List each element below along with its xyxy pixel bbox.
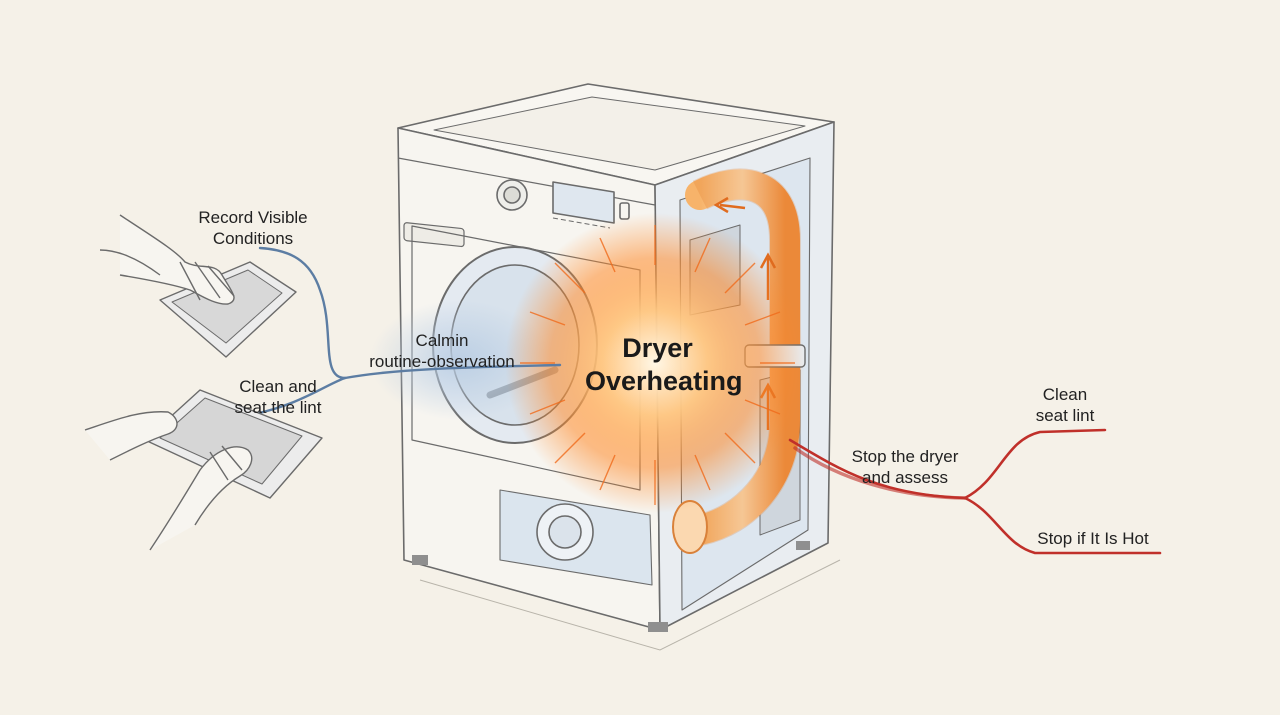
hand-holding-lint-filter	[99, 214, 297, 358]
leaf-clean-seat-lint-right-line2: seat lint	[1035, 406, 1095, 425]
center-title: Dryer Overheating	[585, 332, 743, 398]
right-branch-lines	[788, 428, 1162, 555]
leaf-clean-seat-lint: Clean and seat the lint	[208, 376, 348, 418]
leaf-clean-seat-lint-right-line1: Clean	[1042, 385, 1088, 404]
leaf-record-conditions-line2: Conditions	[212, 229, 294, 248]
drum-glow	[370, 300, 550, 420]
hand-cleaning-lint-filter	[84, 389, 323, 551]
leaf-clean-seat-lint-right: Clean seat lint	[1020, 384, 1110, 426]
center-title-line1: Dryer	[622, 333, 693, 363]
center-title-line2: Overheating	[585, 366, 743, 396]
node-calm-observation-line1: Calmin	[415, 331, 469, 350]
heat-burst	[505, 213, 805, 513]
leaf-record-conditions-line1: Record Visible	[198, 208, 308, 227]
leaf-clean-seat-lint-line2: seat the lint	[234, 398, 322, 417]
node-calm-observation-line2: routine-observation	[369, 352, 515, 371]
node-stop-and-assess: Stop the dryer and assess	[835, 446, 975, 488]
leaf-stop-if-hot-line1: Stop if It Is Hot	[1037, 529, 1149, 548]
node-stop-and-assess-line1: Stop the dryer	[851, 447, 959, 466]
left-branch-lines	[248, 246, 562, 417]
floor-shadow	[419, 559, 841, 651]
leaf-record-conditions: Record Visible Conditions	[183, 207, 323, 249]
leaf-clean-seat-lint-line1: Clean and	[239, 377, 317, 396]
node-calm-observation: Calmin routine-observation	[352, 330, 532, 372]
leaf-stop-if-hot: Stop if It Is Hot	[1018, 528, 1168, 549]
node-stop-and-assess-line2: and assess	[862, 468, 948, 487]
